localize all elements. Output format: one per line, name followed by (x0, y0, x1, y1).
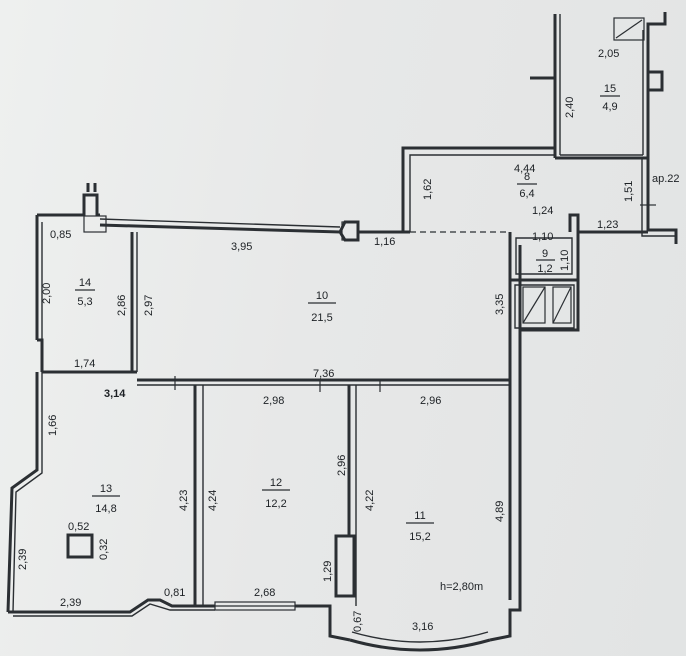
dim-2-00: 2,00 (41, 283, 53, 304)
room-9: 9 1,2 (536, 248, 555, 275)
dim-2-97: 2,97 (143, 295, 155, 316)
dim-7-36: 7,36 (313, 368, 334, 380)
dim-1-23: 1,23 (597, 219, 618, 231)
room-10: 10 21,5 (308, 290, 336, 324)
dim-3-16: 3,16 (412, 621, 433, 633)
dim-4-24: 4,24 (207, 490, 219, 511)
room-8-number: 8 (524, 171, 530, 183)
room-13-area: 14,8 (95, 503, 116, 515)
dim-2-05: 2,05 (598, 48, 619, 60)
room-labels: 15 4,9 8 6,4 9 1,2 14 5,3 10 21,5 13 14,… (75, 83, 620, 543)
dim-4-23: 4,23 (178, 490, 190, 511)
room-8-area: 6,4 (519, 188, 534, 200)
dim-1-10-a: 1,10 (532, 231, 553, 243)
walls (6, 12, 678, 652)
dim-4-22: 4,22 (364, 490, 376, 511)
dim-1-29: 1,29 (322, 561, 334, 582)
room-11-number: 11 (414, 510, 425, 522)
dim-2-96-b: 2,96 (336, 455, 348, 476)
room-9-area: 1,2 (537, 263, 552, 275)
dim-0-52: 0,52 (68, 521, 89, 533)
dim-3-14: 3,14 (104, 388, 126, 400)
dim-1-51: 1,51 (623, 181, 635, 202)
dim-1-16: 1,16 (374, 236, 395, 248)
dim-1-10-b: 1,10 (559, 250, 571, 271)
dimension-labels: 2,05 2,40 4,44 1,62 1,51 ар.22 1,24 1,23… (17, 48, 680, 633)
room-9-number: 9 (542, 248, 548, 260)
room-14: 14 5,3 (75, 277, 95, 308)
dim-0-32: 0,32 (98, 539, 110, 560)
room-10-area: 21,5 (311, 312, 332, 324)
room-11-area: 15,2 (409, 531, 430, 543)
room-12-number: 12 (270, 477, 282, 489)
dim-3-95: 3,95 (231, 241, 252, 253)
dim-2-86: 2,86 (116, 295, 128, 316)
room-12: 12 12,2 (262, 477, 290, 510)
ceiling-height: h=2,80m (440, 581, 483, 593)
dim-0-67: 0,67 (352, 611, 364, 632)
room-13: 13 14,8 (92, 483, 120, 515)
room-8: 8 6,4 (517, 171, 537, 200)
dim-2-39-a: 2,39 (17, 549, 29, 570)
room-11: 11 15,2 (406, 510, 434, 543)
dim-4-89: 4,89 (494, 501, 506, 522)
dim-2-96-a: 2,96 (420, 395, 441, 407)
dim-2-68: 2,68 (254, 587, 275, 599)
room-15-number: 15 (604, 83, 616, 95)
dim-2-39-b: 2,39 (60, 597, 81, 609)
room-15-area: 4,9 (602, 101, 617, 113)
dim-0-85: 0,85 (50, 229, 71, 241)
room-15: 15 4,9 (600, 83, 620, 113)
dim-ap22: ар.22 (652, 173, 680, 185)
room-10-number: 10 (316, 290, 328, 302)
room-12-area: 12,2 (265, 498, 286, 510)
room-14-number: 14 (79, 277, 91, 289)
dim-2-40: 2,40 (564, 97, 576, 118)
dim-1-74: 1,74 (74, 358, 95, 370)
room-14-area: 5,3 (77, 296, 92, 308)
dim-1-62: 1,62 (422, 179, 434, 200)
dim-0-81: 0,81 (164, 587, 185, 599)
dim-1-24: 1,24 (532, 205, 553, 217)
dim-2-98: 2,98 (263, 395, 284, 407)
room-13-number: 13 (100, 483, 112, 495)
dim-4-44: 4,44 (514, 163, 535, 175)
dim-1-66: 1,66 (47, 415, 59, 436)
dim-3-35: 3,35 (494, 294, 506, 315)
